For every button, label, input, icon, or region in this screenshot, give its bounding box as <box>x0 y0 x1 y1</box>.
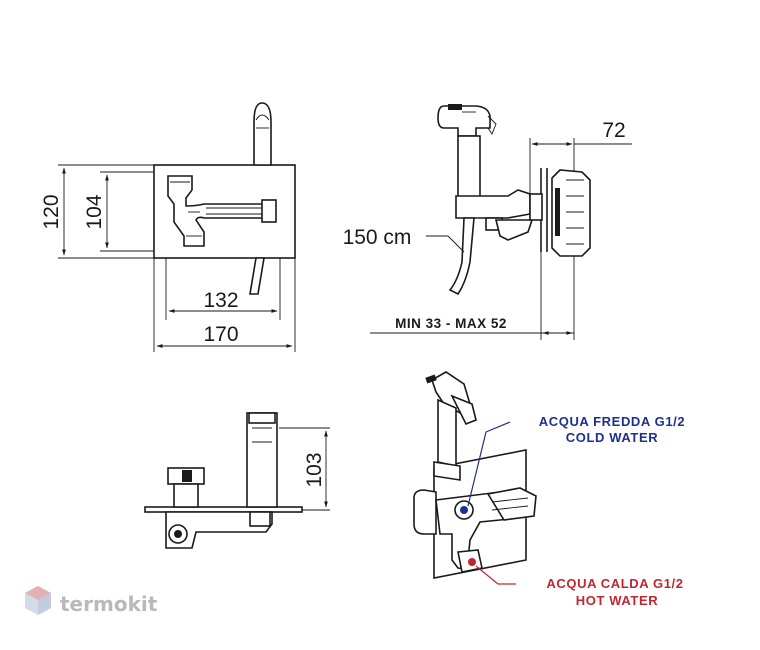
bottom-view: 103 <box>144 412 330 549</box>
dim-label-range: MIN 33 - MAX 52 <box>395 316 507 331</box>
hexagon-cube-icon <box>25 586 51 615</box>
cold-connection-dot <box>460 506 468 514</box>
side-handle-body <box>457 135 481 199</box>
front-hose-stub <box>249 257 265 295</box>
cold-leader-line <box>467 421 511 507</box>
hose-length-leader <box>426 235 465 253</box>
perspective-view: ACQUA FREDDA G1/2 COLD WATER ACQUA CALDA… <box>413 371 685 608</box>
perspective-handle <box>425 371 477 481</box>
dim-label-103: 103 <box>303 452 326 487</box>
hot-label-en: HOT WATER <box>576 593 658 608</box>
side-shower-head <box>437 104 497 137</box>
dim-label-104: 104 <box>83 194 106 229</box>
watermark: termokit <box>25 586 158 616</box>
front-shower-handle <box>253 102 272 166</box>
side-hose <box>448 217 475 296</box>
side-view: 72 150 cm MIN 33 - MAX 52 <box>343 104 632 340</box>
cold-label-it: ACQUA FREDDA G1/2 <box>539 414 685 429</box>
dim-120-lines <box>58 164 154 259</box>
dim-range-lines <box>370 252 575 340</box>
bottom-handle <box>246 412 278 508</box>
hot-leader-line <box>475 565 516 585</box>
dim-72-lines <box>529 138 632 194</box>
hot-connection-dot <box>468 558 476 566</box>
bottom-under-box <box>165 511 273 549</box>
front-view: 120 104 132 170 <box>40 102 296 352</box>
perspective-mixer <box>413 487 537 573</box>
dim-label-132: 132 <box>203 289 238 312</box>
dim-132-lines <box>165 258 281 320</box>
dim-label-72: 72 <box>602 119 625 142</box>
hot-label-it: ACQUA CALDA G1/2 <box>546 576 683 591</box>
front-valve-body <box>167 175 277 247</box>
watermark-text: termokit <box>60 592 158 616</box>
bottom-valve-cap <box>167 467 205 508</box>
dim-label-120: 120 <box>40 194 63 229</box>
side-wall-box <box>529 168 591 257</box>
dim-103-lines <box>279 427 330 511</box>
dim-label-170: 170 <box>203 323 238 346</box>
dim-label-hose: 150 cm <box>343 226 412 249</box>
dim-104-lines <box>100 171 154 252</box>
cold-label-en: COLD WATER <box>566 430 658 445</box>
perspective-plate <box>433 449 527 579</box>
dim-170-lines <box>153 258 296 352</box>
front-wall-plate <box>153 164 296 259</box>
side-holder <box>455 189 534 241</box>
